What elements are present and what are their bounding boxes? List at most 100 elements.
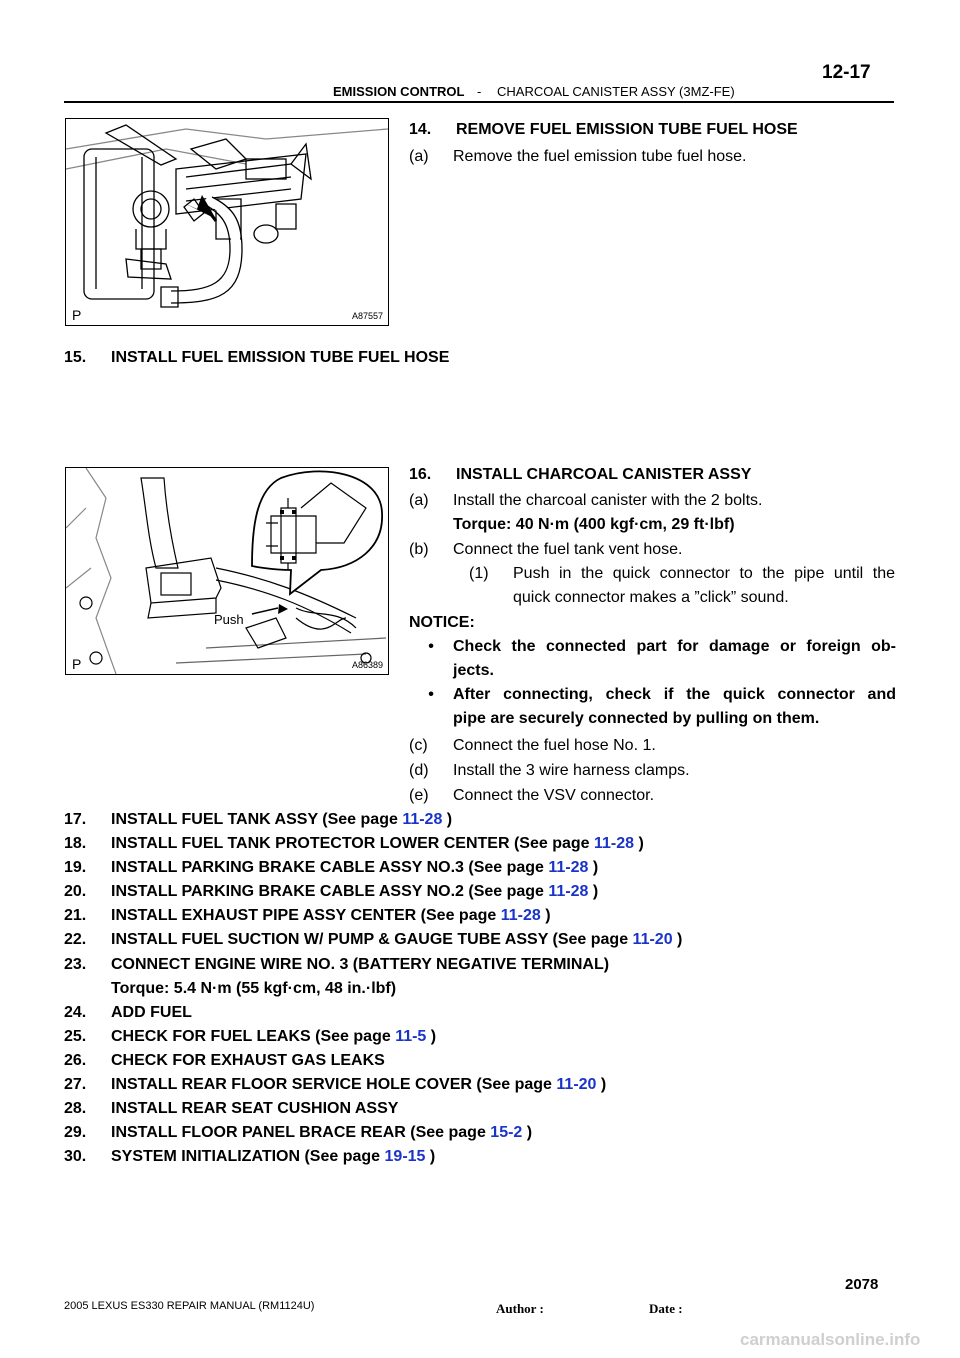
page-link[interactable]: 11-28: [548, 883, 589, 901]
step-text: Torque: 5.4 N·m (55 kgf·cm, 48 in.·lbf): [111, 979, 397, 997]
substep-text: Install the 3 wire harness clamps.: [453, 762, 690, 779]
bullet: •: [428, 686, 434, 703]
header-rule: [64, 101, 894, 103]
list-item: 21.INSTALL EXHAUST PIPE ASSY CENTER (See…: [64, 906, 894, 930]
step-end: ): [426, 1027, 437, 1045]
step-text: INSTALL EXHAUST PIPE ASSY CENTER (See pa…: [111, 907, 501, 925]
step-number: 19.: [64, 859, 87, 877]
substep-text: Remove the fuel emission tube fuel hose.: [453, 148, 747, 165]
figure-code: A86389: [351, 660, 383, 670]
page-link[interactable]: 15-2: [490, 1124, 523, 1142]
list-item: 18. INSTALL FUEL TANK PROTECTOR LOWER CEN…: [64, 834, 894, 858]
step-text: INSTALL FLOOR PANEL BRACE REAR (See page: [111, 1124, 491, 1142]
list-item: 26.CHECK FOR EXHAUST GAS LEAKS: [64, 1051, 894, 1075]
step-title: REMOVE FUEL EMISSION TUBE FUEL HOSE: [456, 121, 798, 138]
list-item: 27.INSTALL REAR FLOOR SERVICE HOLE COVER…: [64, 1075, 894, 1099]
notice-text-line1: After connecting, check if the quick con…: [453, 686, 896, 703]
notice-item-1-cont: jects.: [453, 662, 494, 679]
step-text: INSTALL PARKING BRAKE CABLE ASSY NO.3 (S…: [111, 859, 549, 877]
figure-code: A87557: [351, 311, 383, 321]
step-15: 15.INSTALL FUEL EMISSION TUBE FUEL HOSE: [64, 348, 449, 368]
substep-text: Connect the fuel hose No. 1.: [453, 737, 656, 754]
list-item: 22. INSTALL FUEL SUCTION W/ PUMP & GAUGE …: [64, 930, 894, 954]
substep-label: (e): [409, 787, 429, 804]
step-number: 29.: [64, 1124, 87, 1142]
step-number: 24.: [64, 1003, 87, 1021]
step-text: CHECK FOR FUEL LEAKS (See page: [111, 1027, 396, 1045]
canister-connector-illustration: [66, 468, 387, 674]
figure-p-mark: P: [72, 307, 82, 323]
step-end: ): [540, 907, 551, 925]
list-item: 24. ADD FUEL: [64, 1003, 894, 1027]
step-number: 23.: [64, 955, 87, 973]
step-end: ): [442, 811, 453, 828]
step-text: INSTALL FUEL TANK PROTECTOR LOWER CENTER…: [111, 835, 594, 853]
step-text: CONNECT ENGINE WIRE NO. 3 (BATTERY NEGAT…: [111, 955, 610, 973]
page-link[interactable]: 11-20: [632, 931, 673, 949]
step-list: 17.INSTALL FUEL TANK ASSY (See page 11-2…: [64, 810, 894, 1171]
list-item: 28.INSTALL REAR SEAT CUSHION ASSY: [64, 1099, 894, 1123]
step-number: 25.: [64, 1027, 87, 1045]
step-16: 16. INSTALL CHARCOAL CANISTER ASSY: [409, 465, 751, 485]
notice-item-2-cont: pipe are securely connected by pulling o…: [453, 710, 820, 727]
footer-date-label: Date :: [649, 1301, 683, 1316]
page-link[interactable]: 11-28: [548, 859, 589, 877]
substep-label: (c): [409, 737, 428, 754]
section-title: EMISSION CONTROL: [333, 84, 465, 99]
page-link[interactable]: 11-28: [402, 811, 443, 828]
step-16c: (c) Connect the fuel hose No. 1.: [409, 736, 656, 756]
step-text: INSTALL PARKING BRAKE CABLE ASSY NO.2 (S…: [111, 883, 549, 901]
list-item: 17.INSTALL FUEL TANK ASSY (See page 11-2…: [64, 810, 894, 834]
step-text: ADD FUEL: [111, 1003, 192, 1021]
step-end: ): [425, 1148, 436, 1166]
step-16b1-cont: quick connector makes a ”click” sound.: [513, 589, 789, 606]
step-number: 15.: [64, 349, 87, 366]
watermark: carmanualsonline.info: [740, 1330, 921, 1349]
header-dash: -: [477, 84, 482, 99]
step-16a: (a)Install the charcoal canister with th…: [409, 491, 763, 511]
step-text: SYSTEM INITIALIZATION (See page: [111, 1148, 385, 1166]
step-16e: (e)Connect the VSV connector.: [409, 786, 654, 806]
subsection-title: CHARCOAL CANISTER ASSY (3MZ-FE): [497, 84, 735, 99]
substep-label: (1): [469, 565, 489, 582]
step-number: 16.: [409, 466, 432, 483]
step-number: 27.: [64, 1076, 87, 1094]
page-link[interactable]: 11-20: [556, 1076, 597, 1094]
page-link[interactable]: 11-28: [594, 835, 635, 853]
page-link[interactable]: 19-15: [384, 1148, 426, 1166]
torque-spec: Torque: 40 N·m (400 kgf·cm, 29 ft·lbf): [453, 516, 735, 533]
footer-author-label: Author :: [496, 1301, 544, 1316]
page-number: 12-17: [822, 62, 871, 83]
step-number: 14.: [409, 121, 432, 138]
step-16b1: (1) Push in the quick connector to the pi…: [453, 564, 895, 584]
list-item: 29. INSTALL FLOOR PANEL BRACE REAR (See p…: [64, 1123, 894, 1147]
substep-text-line1: Push in the quick connector to the pipe …: [513, 565, 895, 582]
page-link[interactable]: 11-5: [395, 1027, 427, 1045]
push-label: Push: [214, 612, 244, 627]
step-14: 14. REMOVE FUEL EMISSION TUBE FUEL HOSE: [409, 120, 798, 140]
page-link[interactable]: 11-28: [500, 907, 541, 925]
step-text: CHECK FOR EXHAUST GAS LEAKS: [111, 1051, 385, 1069]
footer-manual-title: 2005 LEXUS ES330 REPAIR MANUAL (RM1124U): [64, 1300, 315, 1312]
substep-label: (a): [409, 148, 429, 165]
substep-text: Connect the fuel tank vent hose.: [453, 541, 683, 558]
footer-page-number: 2078: [845, 1276, 879, 1293]
substep-text: Install the charcoal canister with the 2…: [453, 492, 763, 509]
step-number: 30.: [64, 1148, 87, 1166]
notice-item-2: • After connecting, check if the quick co…: [409, 685, 896, 705]
step-number: 22.: [64, 931, 87, 949]
step-end: ): [588, 859, 599, 877]
substep-label: (b): [409, 541, 429, 558]
step-end: ): [634, 835, 644, 853]
step-text: INSTALL FUEL SUCTION W/ PUMP & GAUGE TUB…: [111, 931, 633, 949]
step-title: INSTALL CHARCOAL CANISTER ASSY: [456, 466, 752, 483]
step-end: ): [596, 1076, 607, 1094]
notice-item-1: •Check the connected part for damage or …: [409, 637, 896, 657]
notice-text-line1: Check the connected part for damage or f…: [453, 638, 896, 655]
step-text: INSTALL REAR SEAT CUSHION ASSY: [111, 1100, 399, 1118]
step-end: ): [588, 883, 599, 901]
figure-p-mark: P: [72, 656, 82, 672]
step-number: 18.: [64, 835, 87, 853]
notice-heading: NOTICE:: [409, 614, 475, 631]
step-number: 20.: [64, 883, 87, 901]
